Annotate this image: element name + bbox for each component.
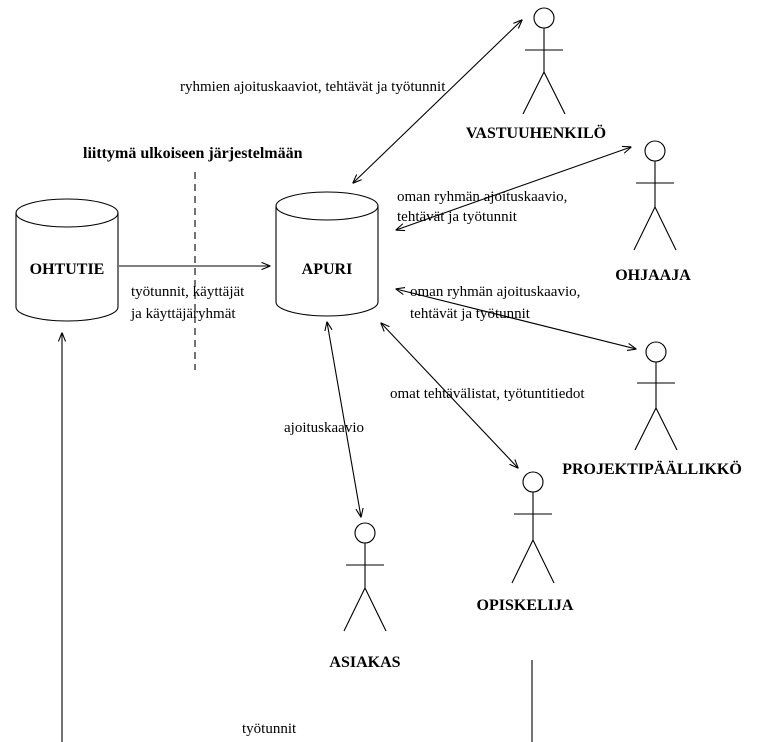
actor-projektipaallikko: PROJEKTIPÄÄLLIKKÖ	[562, 341, 742, 478]
arrow-apuri-projektipaallikko	[396, 289, 636, 349]
label-ohjaaja-flow-2: tehtävät ja työtunnit	[397, 209, 518, 225]
label-ohtutie-flow-1: työtunnit, käyttäjät	[131, 284, 245, 300]
actor-asiakas: ASIAKAS	[329, 522, 401, 671]
actor-asiakas-label: ASIAKAS	[329, 654, 400, 671]
arrow-apuri-ohjaaja	[396, 147, 631, 230]
label-vastuu-flow: ryhmien ajoituskaaviot, tehtävät ja työt…	[180, 79, 446, 95]
apuri-database: APURI	[275, 191, 379, 317]
label-ohtutie-flow-2: ja käyttäjäryhmät	[130, 306, 236, 322]
label-ohjaaja-flow-1: oman ryhmän ajoituskaavio,	[397, 189, 567, 205]
actor-ohjaaja: OHJAAJA	[615, 140, 691, 284]
label-asiakas-flow: ajoituskaavio	[284, 420, 364, 436]
ohtutie-label: OHTUTIE	[30, 261, 105, 278]
label-bottom-flow: työtunnit	[242, 721, 297, 737]
arrow-apuri-opiskelija	[381, 323, 518, 468]
actor-opiskelija-label: OPISKELIJA	[477, 597, 574, 614]
actor-vastuuhenkilo: VASTUUHENKILÖ	[466, 7, 606, 142]
arrow-apuri-vastuuhenkilo	[353, 20, 522, 183]
label-opiskelija-flow: omat tehtävälistat, työtuntitiedot	[390, 386, 585, 402]
actor-opiskelija: OPISKELIJA	[477, 471, 574, 614]
interface-label: liittymä ulkoiseen järjestelmään	[83, 145, 303, 162]
actor-vastuuhenkilo-label: VASTUUHENKILÖ	[466, 124, 606, 142]
apuri-label: APURI	[302, 261, 353, 278]
ohtutie-database: OHTUTIE	[15, 198, 119, 322]
label-pp-flow-1: oman ryhmän ajoituskaavio,	[410, 284, 580, 300]
actor-projektipaallikko-label: PROJEKTIPÄÄLLIKKÖ	[562, 460, 742, 478]
arrow-apuri-asiakas	[327, 322, 361, 517]
label-pp-flow-2: tehtävät ja työtunnit	[410, 306, 531, 322]
actor-ohjaaja-label: OHJAAJA	[615, 267, 691, 284]
